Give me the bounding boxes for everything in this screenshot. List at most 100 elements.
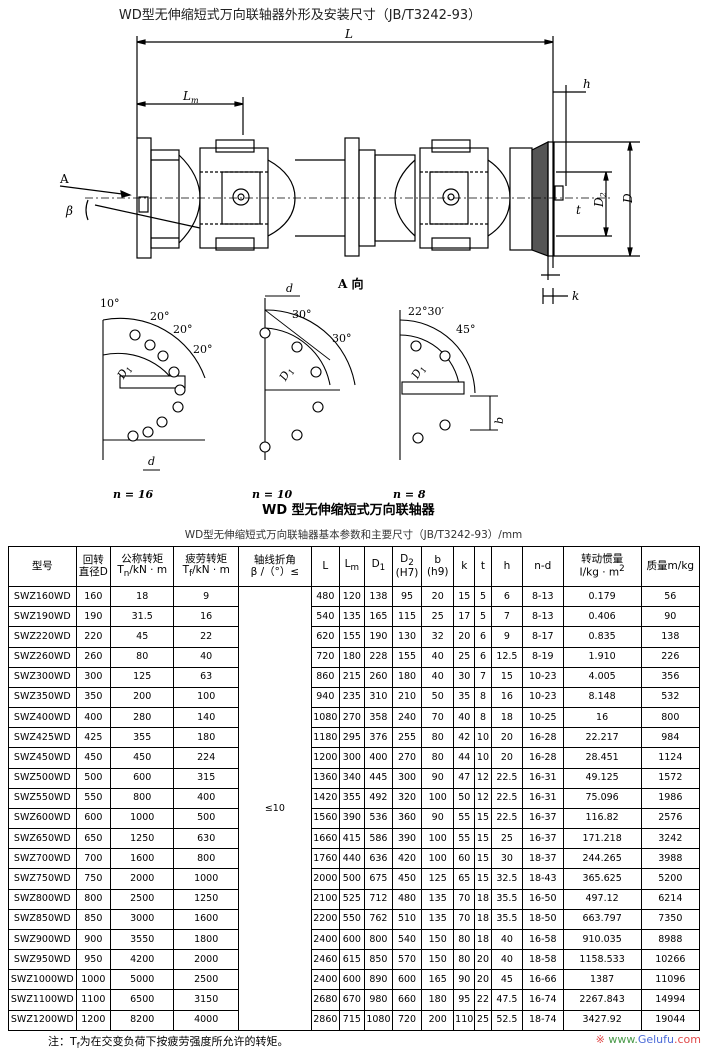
value-cell: 7: [474, 666, 492, 688]
value-cell: 310: [363, 686, 393, 709]
value-cell: 220: [75, 626, 111, 648]
model-cell: SWZ600WD: [8, 807, 77, 830]
header-h: h: [490, 546, 524, 587]
flange2-angle-30a: 30°: [292, 308, 312, 321]
a-view-label: A 向: [337, 276, 364, 291]
flange1-n: n = 16: [113, 488, 154, 501]
value-cell: 600: [338, 928, 365, 951]
beta-label: β: [65, 204, 73, 218]
value-cell: 180: [421, 989, 455, 1011]
header-model: 型号: [8, 546, 77, 587]
flange2-D1: D1: [276, 364, 296, 384]
dim-D2-label: D2: [592, 192, 608, 208]
value-cell: 155: [391, 646, 423, 668]
model-cell: SWZ1100WD: [8, 989, 77, 1011]
model-cell: SWZ1200WD: [8, 1009, 77, 1032]
value-cell: 1000: [109, 807, 175, 830]
value-cell: 120: [338, 585, 365, 608]
value-cell: 45: [490, 969, 524, 991]
value-cell: 1360: [310, 767, 340, 789]
value-cell: 16-37: [522, 828, 564, 850]
angle-cell: ≤10: [237, 586, 312, 1031]
value-cell: 0.179: [562, 585, 642, 608]
value-cell: 28.451: [562, 747, 642, 769]
value-cell: 12: [474, 767, 492, 789]
value-cell: 16-28: [522, 727, 564, 749]
value-cell: 480: [391, 888, 423, 910]
header-mass: 质量m/kg: [640, 546, 701, 587]
value-cell: 5200: [640, 868, 701, 890]
value-cell: 16-74: [522, 989, 564, 1011]
value-cell: 20: [453, 626, 476, 648]
value-cell: 1000: [173, 868, 239, 890]
value-cell: 35.5: [490, 888, 524, 910]
value-cell: 150: [421, 949, 455, 971]
value-cell: 215: [338, 666, 365, 688]
model-cell: SWZ500WD: [8, 767, 77, 789]
value-cell: 2267.843: [562, 989, 642, 1011]
value-cell: 350: [75, 686, 111, 709]
value-cell: 125: [109, 666, 175, 688]
value-cell: 500: [173, 807, 239, 830]
value-cell: 510: [391, 908, 423, 930]
value-cell: 47.5: [490, 989, 524, 1011]
value-cell: 2000: [173, 949, 239, 971]
value-cell: 10: [474, 727, 492, 749]
value-cell: 500: [338, 868, 365, 890]
value-cell: 1100: [75, 989, 111, 1011]
value-cell: 18: [474, 888, 492, 910]
value-cell: 55: [453, 828, 476, 850]
value-cell: 90: [640, 606, 701, 628]
value-cell: 14994: [640, 989, 701, 1011]
value-cell: 415: [338, 828, 365, 850]
value-cell: 44: [453, 747, 476, 769]
value-cell: 80: [453, 949, 476, 971]
value-cell: 15: [453, 585, 476, 608]
model-cell: SWZ950WD: [8, 949, 77, 971]
value-cell: 300: [338, 747, 365, 769]
value-cell: 712: [363, 888, 393, 910]
value-cell: 400: [173, 787, 239, 809]
value-cell: 12.5: [490, 646, 524, 668]
value-cell: 8.148: [562, 686, 642, 709]
value-cell: 18: [474, 928, 492, 951]
value-cell: 16-37: [522, 807, 564, 830]
model-cell: SWZ160WD: [8, 585, 77, 608]
value-cell: 800: [363, 928, 393, 951]
value-cell: 630: [173, 828, 239, 850]
flange3-angle-22-30: 22°30′: [408, 305, 444, 318]
value-cell: 1250: [173, 888, 239, 910]
value-cell: 20: [474, 969, 492, 991]
value-cell: 1560: [310, 807, 340, 830]
model-cell: SWZ190WD: [8, 606, 77, 628]
value-cell: 1760: [310, 848, 340, 870]
table-caption: WD型无伸缩短式万向联轴器基本参数和主要尺寸（JB/T3242-93）/mm: [184, 529, 523, 541]
header-t: t: [474, 546, 492, 587]
dim-D-label: D: [621, 193, 635, 204]
dim-k-label: k: [572, 289, 579, 303]
value-cell: 135: [421, 888, 455, 910]
value-cell: 2460: [310, 949, 340, 971]
model-cell: SWZ550WD: [8, 787, 77, 809]
value-cell: 450: [75, 747, 111, 769]
value-cell: 180: [338, 646, 365, 668]
value-cell: 171.218: [562, 828, 642, 850]
value-cell: 390: [338, 807, 365, 830]
value-cell: 18-50: [522, 908, 564, 930]
value-cell: 10: [474, 747, 492, 769]
value-cell: 2576: [640, 807, 701, 830]
value-cell: 18-58: [522, 949, 564, 971]
value-cell: 376: [363, 727, 393, 749]
value-cell: 910.035: [562, 928, 642, 951]
model-cell: SWZ750WD: [8, 868, 77, 890]
value-cell: 850: [363, 949, 393, 971]
model-cell: SWZ800WD: [8, 888, 77, 910]
flange1-angle-10: 10°: [100, 297, 120, 310]
value-cell: 0.835: [562, 626, 642, 648]
value-cell: 492: [363, 787, 393, 809]
